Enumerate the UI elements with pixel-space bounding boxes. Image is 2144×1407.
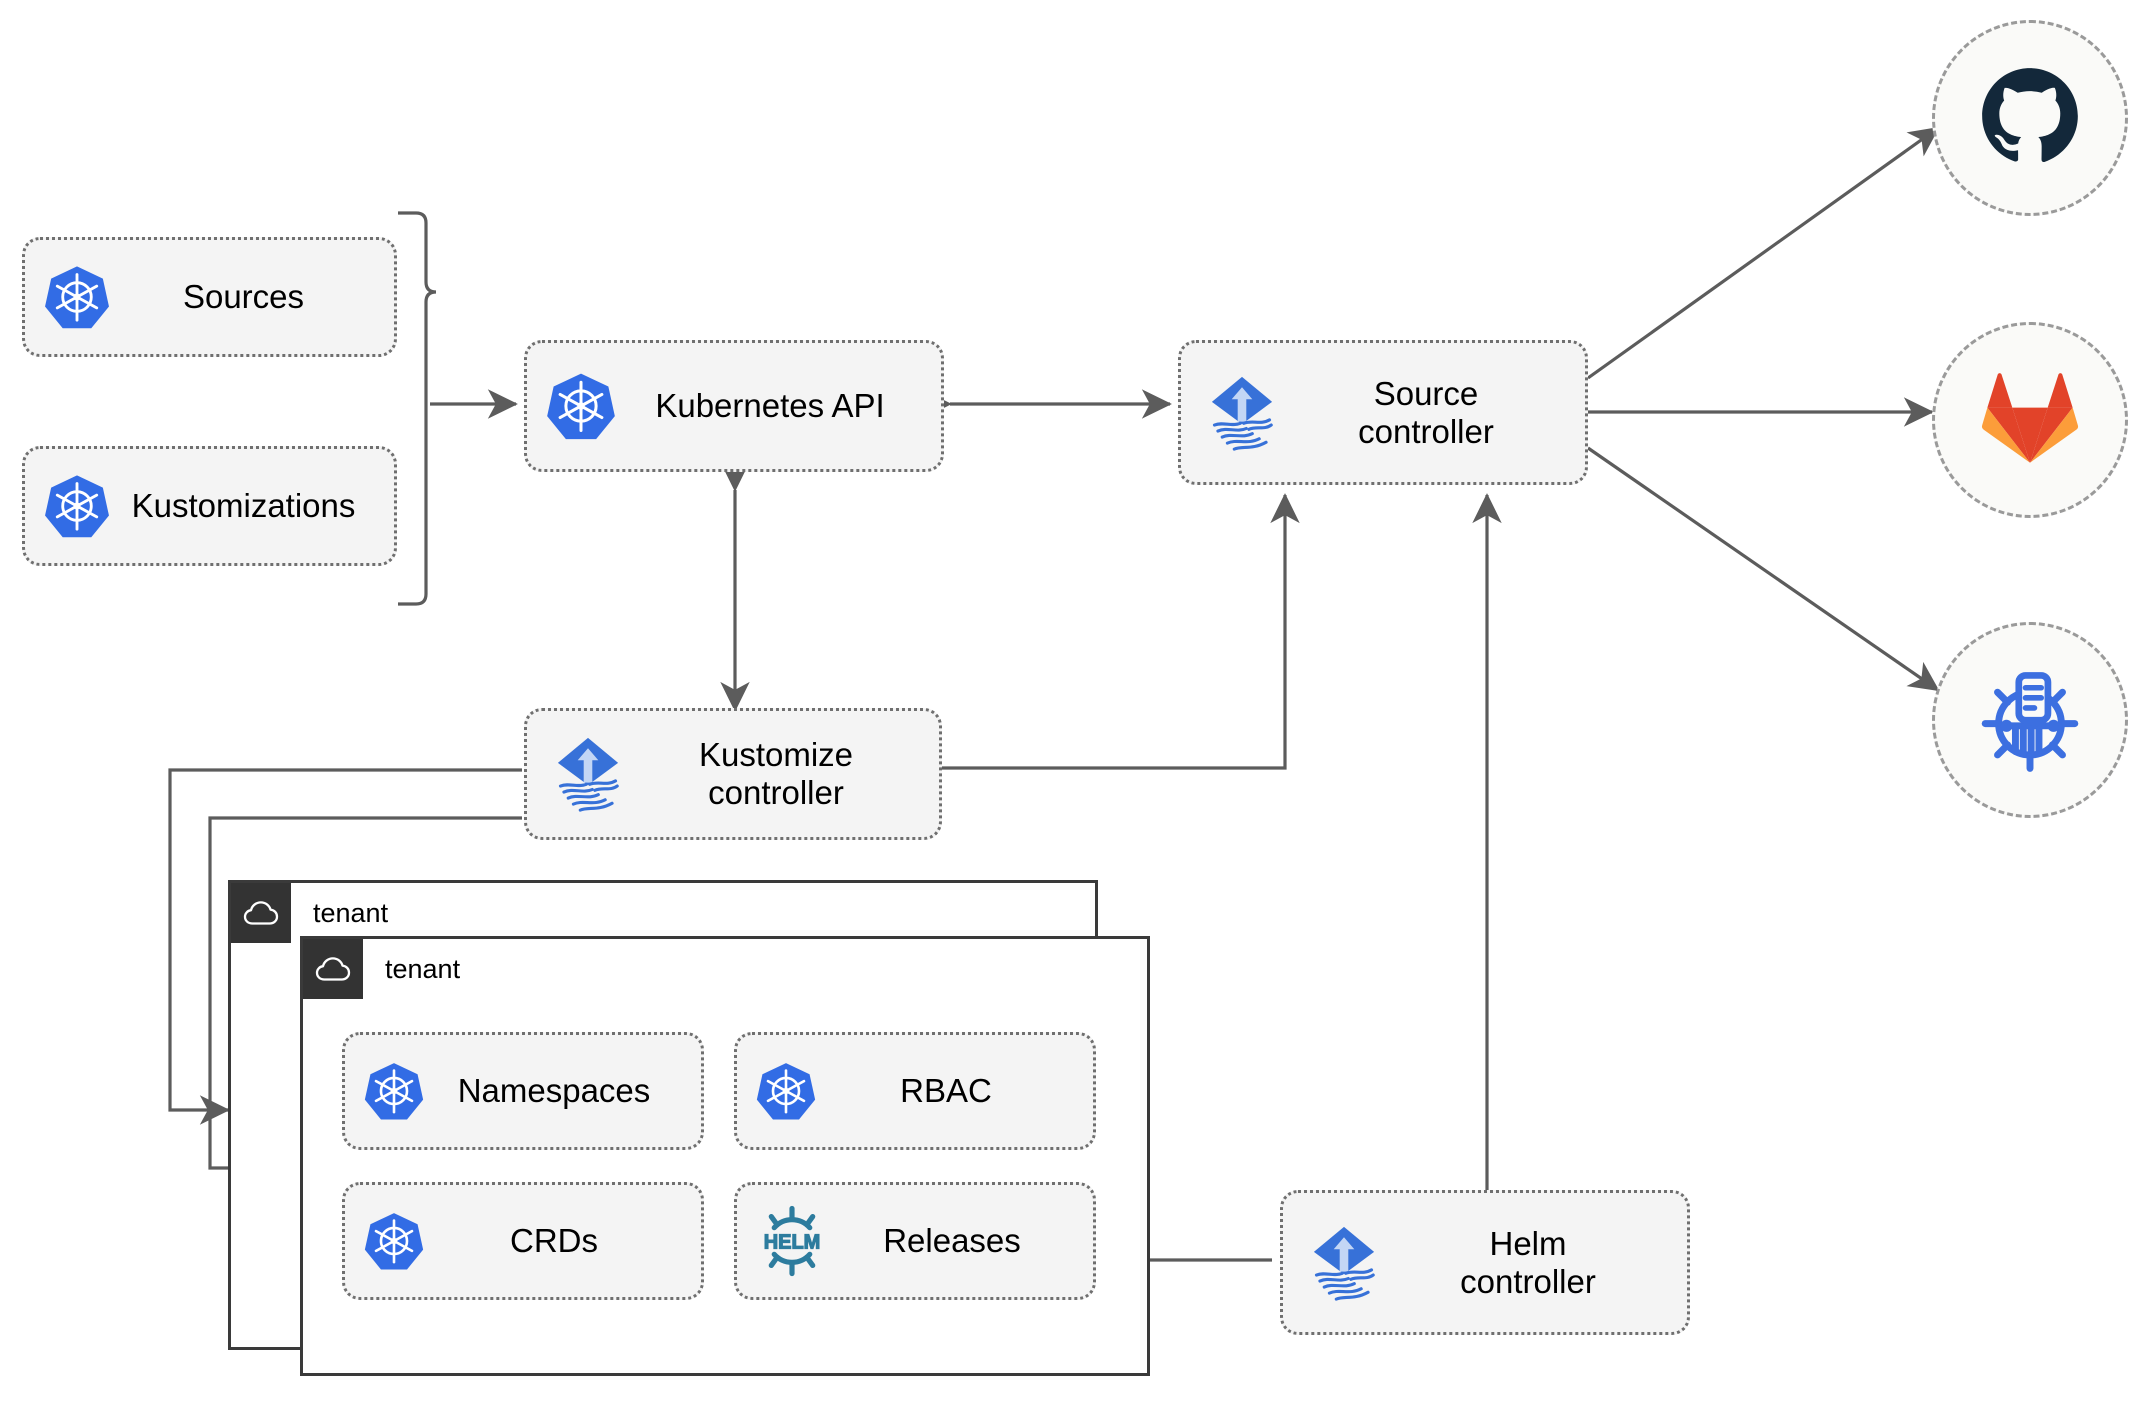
node-label: Helm controller bbox=[1460, 1224, 1596, 1300]
kubernetes-icon bbox=[545, 370, 617, 442]
endpoint-github[interactable] bbox=[1932, 20, 2128, 216]
wire-source-controller-helm-repository bbox=[1587, 446, 1940, 692]
node-kustomize-controller[interactable]: Kustomize controller bbox=[524, 708, 942, 840]
node-rbac[interactable]: RBAC bbox=[734, 1032, 1096, 1150]
kubernetes-icon bbox=[43, 472, 111, 540]
kubernetes-icon bbox=[43, 263, 111, 331]
node-label: Kustomizations bbox=[131, 487, 356, 525]
github-icon bbox=[1978, 64, 2082, 173]
tenant-label: tenant bbox=[313, 897, 389, 928]
flux-icon bbox=[1199, 370, 1285, 456]
node-crds[interactable]: CRDs bbox=[342, 1182, 704, 1300]
gitlab-icon bbox=[1978, 368, 2082, 473]
tenant-header-inner: tenant bbox=[303, 939, 460, 999]
flux-icon bbox=[1301, 1220, 1387, 1306]
svg-text:HELM: HELM bbox=[764, 1231, 821, 1253]
node-label: Kustomize controller bbox=[698, 736, 854, 811]
node-kustomizations[interactable]: Kustomizations bbox=[22, 446, 397, 566]
node-sources[interactable]: Sources bbox=[22, 237, 397, 357]
node-label: CRDs bbox=[510, 1222, 598, 1260]
node-label: RBAC bbox=[900, 1072, 992, 1110]
wire-source-controller-github bbox=[1587, 126, 1940, 380]
tenant-container-inner[interactable]: tenant bbox=[300, 936, 1150, 1376]
node-releases[interactable]: HELM Releases bbox=[734, 1182, 1096, 1300]
kubernetes-icon bbox=[755, 1060, 817, 1122]
endpoint-helm-repository[interactable] bbox=[1932, 622, 2128, 818]
node-label: Kubernetes API bbox=[655, 387, 885, 425]
wire-kustomize-controller-source-controller bbox=[941, 493, 1300, 770]
tenant-header-outer: tenant bbox=[231, 883, 388, 943]
wire-sources-bracket bbox=[398, 211, 437, 606]
node-label: Source controller bbox=[1358, 374, 1494, 450]
helm-icon: HELM bbox=[755, 1204, 829, 1278]
cloud-icon bbox=[303, 939, 363, 999]
tenant-label: tenant bbox=[385, 953, 461, 984]
node-namespaces[interactable]: Namespaces bbox=[342, 1032, 704, 1150]
node-source-controller[interactable]: Source controller bbox=[1178, 340, 1588, 485]
node-label: Releases bbox=[883, 1222, 1021, 1260]
node-label: Namespaces bbox=[457, 1072, 651, 1110]
cloud-icon bbox=[231, 883, 291, 943]
kubernetes-icon bbox=[363, 1060, 425, 1122]
flux-icon bbox=[545, 731, 631, 817]
node-helm-controller[interactable]: Helm controller bbox=[1280, 1190, 1690, 1335]
endpoint-gitlab[interactable] bbox=[1932, 322, 2128, 518]
node-label: Sources bbox=[182, 278, 305, 316]
node-kubernetes-api[interactable]: Kubernetes API bbox=[524, 340, 944, 472]
helm-repository-icon bbox=[1974, 662, 2086, 779]
kubernetes-icon bbox=[363, 1210, 425, 1272]
